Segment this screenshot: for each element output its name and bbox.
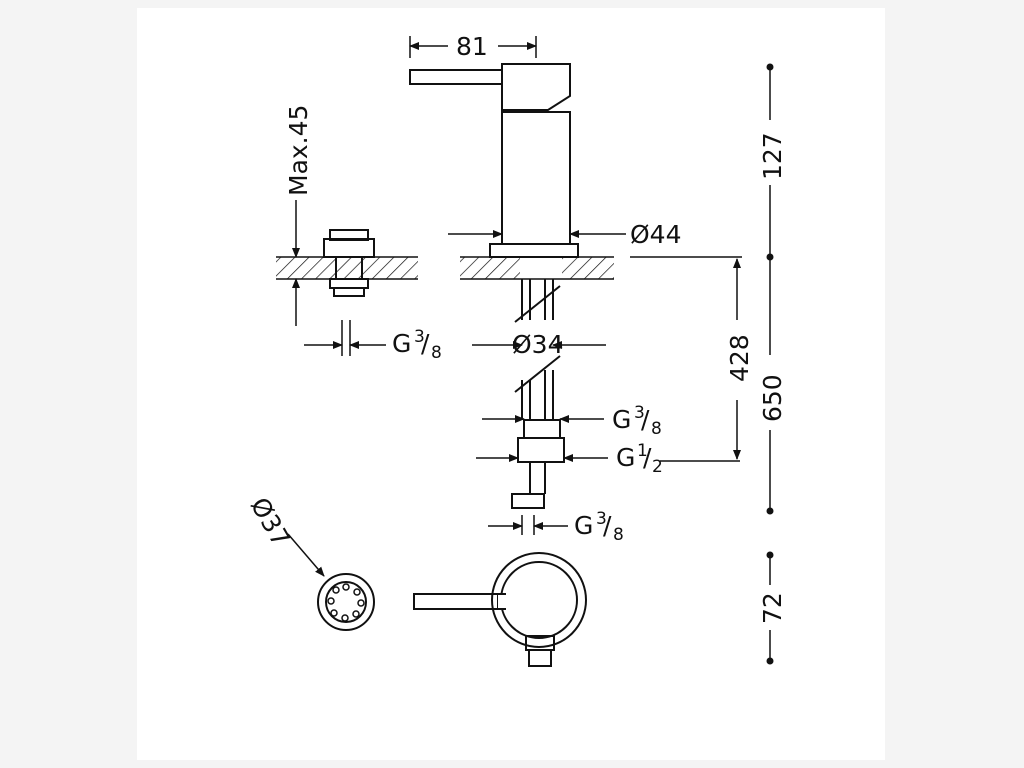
drain-thread-label: G [392,329,411,358]
body-height-label: 127 [758,132,787,180]
svg-text:8: 8 [651,419,662,439]
counter-left-hatch [276,257,418,279]
body-diameter-label: Ø44 [630,220,682,249]
svg-text:1: 1 [637,441,648,461]
drain-side-view: Max.45 G 3 / 8 [276,105,442,363]
svg-text:/: / [641,405,650,434]
mixer-body [501,111,571,245]
drain-max-label: Max.45 [284,105,313,196]
svg-text:3: 3 [596,509,607,529]
hose-thread-top-label: G [612,405,631,434]
hose-thread-bottom-label: G [574,511,593,540]
mixer-lever [409,69,503,85]
svg-text:8: 8 [613,525,624,545]
top-depth-label: 72 [758,592,787,624]
svg-text:2: 2 [652,457,663,477]
mixer-top-view [413,552,587,667]
svg-text:/: / [643,443,652,472]
svg-text:3: 3 [634,403,645,423]
hose-length-label: 428 [725,334,754,382]
hose-thread-mid-label: G [616,443,635,472]
handle-width-label: 81 [456,32,488,61]
mixer-side-view: 81 Ø44 Ø34 G 3 / 8 G 1 / 2 G 3 / 8 [409,32,754,545]
svg-text:8: 8 [431,343,442,363]
svg-text:3: 3 [414,327,425,347]
overall-dimensions: 127 650 72 [758,63,787,665]
drain-diameter-label: Ø37 [245,493,296,552]
hose-diameter-label: Ø34 [512,330,564,359]
drawing-sheet [137,8,885,760]
overall-length-label: 650 [758,374,787,422]
drain-top-view: Ø37 [245,493,375,631]
svg-text:/: / [603,511,612,540]
svg-text:/: / [421,329,430,358]
